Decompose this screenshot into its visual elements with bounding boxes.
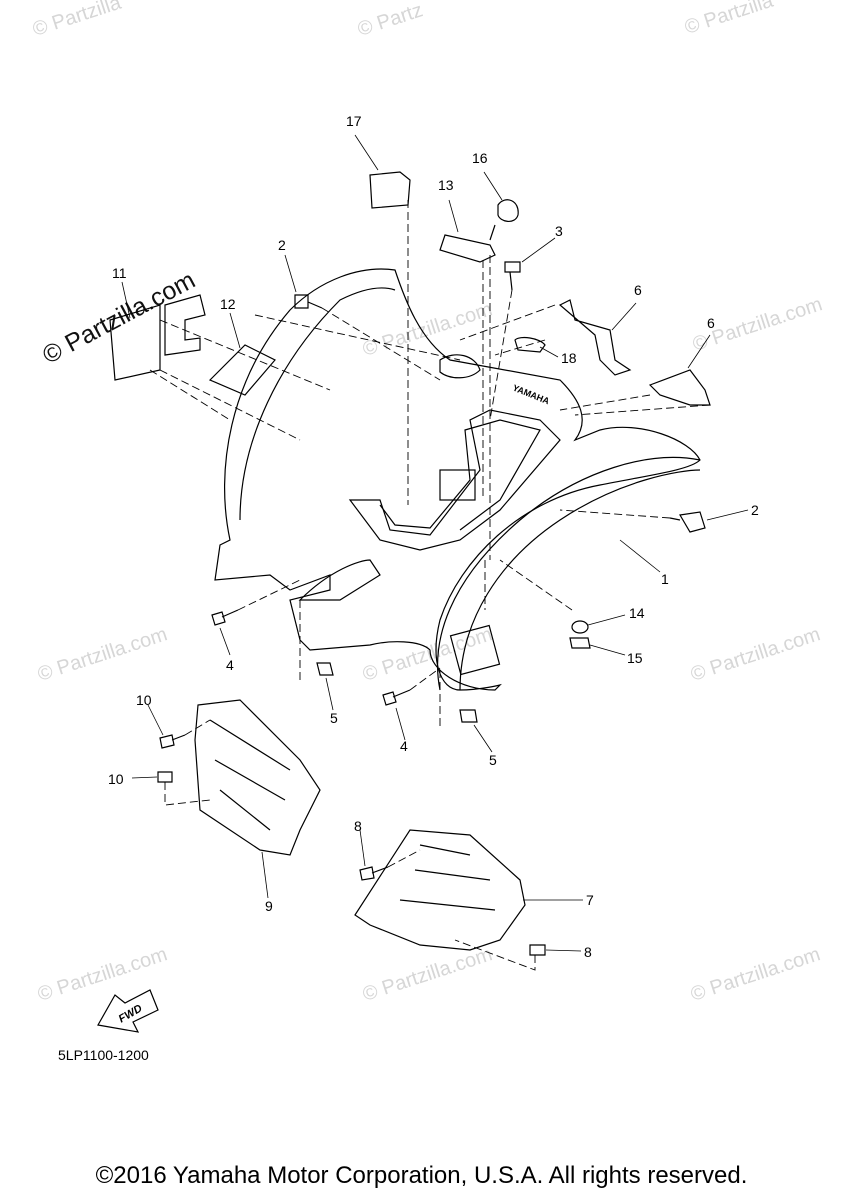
callout-10-upper: 10 xyxy=(136,692,152,708)
plate-mount xyxy=(449,624,501,676)
part-5-left xyxy=(316,662,334,676)
part-7 xyxy=(354,829,526,951)
fender-right-flap xyxy=(437,457,701,691)
callout-2-right: 2 xyxy=(751,502,759,518)
part-3 xyxy=(504,261,521,291)
callout-4-left: 4 xyxy=(226,657,234,673)
part-4-right xyxy=(382,689,411,706)
callout-3: 3 xyxy=(555,223,563,239)
part-10-lower xyxy=(157,771,173,783)
callout-1: 1 xyxy=(661,571,669,587)
callout-16: 16 xyxy=(472,150,488,166)
tray-inner xyxy=(379,419,541,531)
part-15 xyxy=(569,637,591,649)
callout-17: 17 xyxy=(346,113,362,129)
callout-2-upper: 2 xyxy=(278,237,286,253)
callout-11: 11 xyxy=(112,265,127,281)
callout-6-lower: 6 xyxy=(707,315,715,331)
fender-left-flap xyxy=(298,559,381,601)
part-18 xyxy=(514,336,546,353)
part-2-right xyxy=(669,511,706,533)
fender-inner-curve xyxy=(239,287,396,521)
part-13 xyxy=(439,234,496,263)
tray-box xyxy=(439,469,476,501)
part-11-plate xyxy=(109,304,161,381)
part-4-left xyxy=(211,609,239,626)
part-10-upper xyxy=(159,734,186,749)
callout-8-upper: 8 xyxy=(354,818,362,834)
part-17 xyxy=(369,171,411,209)
part-16 xyxy=(489,199,519,241)
callout-9: 9 xyxy=(265,898,273,914)
copyright-notice: ©2016 Yamaha Motor Corporation, U.S.A. A… xyxy=(95,1162,748,1189)
callout-5-left: 5 xyxy=(330,710,338,726)
diagram-code: 5LP1100-1200 xyxy=(58,1047,149,1063)
fender-brand: YAMAHA xyxy=(511,383,551,407)
part-8-lower xyxy=(529,944,546,956)
part-9 xyxy=(194,699,321,856)
part-8-upper xyxy=(359,866,389,881)
callout-6-upper: 6 xyxy=(634,282,642,298)
part-7-ribs xyxy=(399,844,496,911)
part-6-upper xyxy=(558,299,632,376)
part-9-ribs xyxy=(209,719,291,831)
part-6-lower xyxy=(648,369,711,406)
part-12 xyxy=(208,344,276,396)
part-2-upper xyxy=(294,294,323,309)
callout-4-right: 4 xyxy=(400,738,408,754)
fwd-arrow-icon xyxy=(97,989,159,1033)
callout-18: 18 xyxy=(561,350,577,366)
callout-12: 12 xyxy=(220,296,236,312)
callout-15: 15 xyxy=(627,650,643,666)
callout-13: 13 xyxy=(438,177,454,193)
light-lens xyxy=(439,354,481,379)
part-5-right xyxy=(459,709,478,723)
tray-outline xyxy=(348,409,561,551)
callout-7: 7 xyxy=(586,892,594,908)
callout-5-right: 5 xyxy=(489,752,497,768)
callout-10-lower: 10 xyxy=(108,771,124,787)
part-14 xyxy=(571,620,589,634)
part-11-bracket xyxy=(164,294,206,356)
fender-right-edge xyxy=(459,469,701,691)
rear-fender xyxy=(214,268,701,691)
callout-14: 14 xyxy=(629,605,645,621)
callout-8-lower: 8 xyxy=(584,944,592,960)
